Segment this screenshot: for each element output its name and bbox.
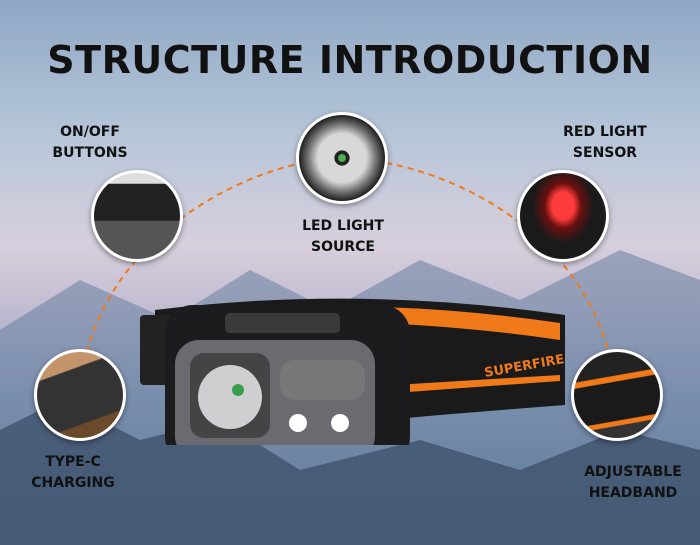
adjustable-headband-image: [571, 349, 663, 441]
page-title: STRUCTURE INTRODUCTION: [47, 38, 653, 82]
connector-dashed-arc: [79, 156, 618, 396]
headlamp-product: SUPERFIRE: [140, 298, 566, 445]
red-light-sensor-image: [517, 170, 609, 262]
onoff-buttons-image: [91, 170, 183, 262]
led-light-source-image: [296, 112, 388, 204]
typec-charging-image: [34, 349, 126, 441]
